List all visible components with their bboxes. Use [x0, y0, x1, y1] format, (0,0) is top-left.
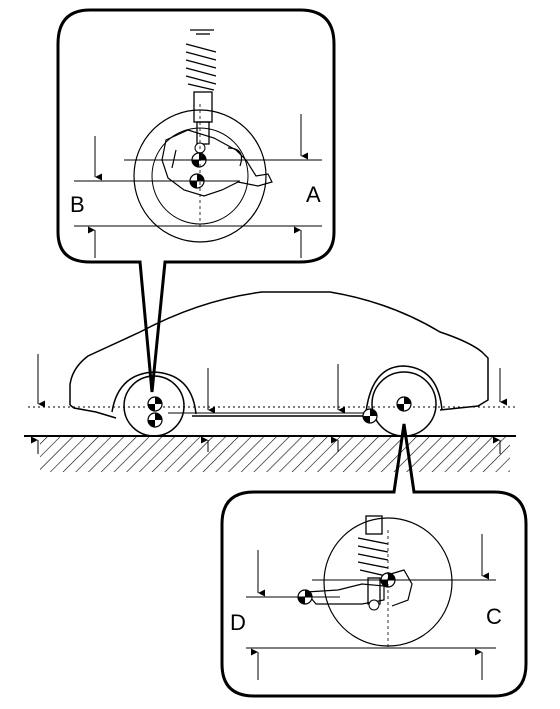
ground-hatch	[40, 436, 510, 472]
rear-dimension-arrows	[251, 534, 489, 680]
label-c: C	[486, 604, 502, 629]
center-marker-icon	[189, 152, 207, 189]
rear-callout: D C	[220, 423, 528, 698]
front-dimension-arrows	[88, 114, 308, 258]
car-dimension-arrows	[31, 354, 507, 454]
car-outline	[69, 291, 489, 419]
ground	[24, 435, 516, 472]
label-b: B	[70, 192, 85, 217]
front-knuckle	[161, 129, 273, 197]
front-callout-frame	[56, 8, 336, 393]
front-callout: B A	[56, 8, 336, 393]
rear-callout-frame	[220, 423, 528, 698]
center-marker-icon	[147, 396, 163, 428]
car-body	[28, 291, 516, 437]
label-d: D	[230, 610, 246, 635]
label-a: A	[306, 182, 321, 207]
rear-wheel-arch	[365, 365, 443, 413]
center-marker-icon	[362, 396, 412, 424]
coil-spring-strut-icon	[185, 29, 217, 145]
rear-trailing-arm	[304, 569, 413, 607]
rear-wheel	[371, 371, 437, 437]
